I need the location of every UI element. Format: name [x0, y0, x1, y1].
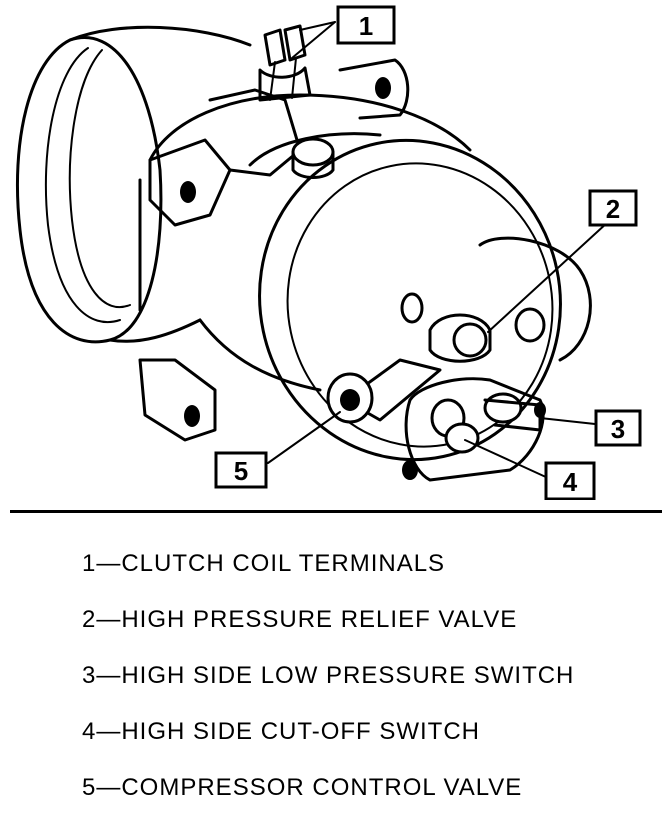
rear-head [326, 236, 592, 482]
leader-lines [267, 21, 609, 479]
legend-item: 2—HIGH PRESSURE RELIEF VALVE [82, 606, 518, 633]
clutch-pulley [16, 25, 252, 344]
legend-item: 4—HIGH SIDE CUT-OFF SWITCH [82, 718, 480, 745]
callout-3-label: 3 [611, 414, 625, 444]
callout-2: 2 [588, 189, 638, 227]
compressor-illustration: 1 2 3 4 5 [16, 5, 642, 500]
legend-list: 1—CLUTCH COIL TERMINALS 2—HIGH PRESSURE … [82, 548, 574, 816]
clutch-coil-terminals [258, 24, 312, 102]
callout-1-label: 1 [359, 11, 373, 41]
callout-4: 4 [544, 461, 596, 500]
callout-4-label: 4 [563, 467, 578, 497]
divider-line [10, 510, 662, 513]
mounting-bracket [138, 58, 410, 442]
legend-item: 1—CLUTCH COIL TERMINALS [82, 550, 446, 577]
callout-5: 5 [214, 451, 268, 489]
legend-item: 5—COMPRESSOR CONTROL VALVE [82, 774, 523, 801]
callout-1: 1 [336, 5, 396, 45]
callout-3: 3 [594, 409, 642, 447]
callout-5-label: 5 [234, 456, 248, 486]
callout-2-label: 2 [606, 194, 620, 224]
legend-item: 3—HIGH SIDE LOW PRESSURE SWITCH [82, 662, 575, 689]
